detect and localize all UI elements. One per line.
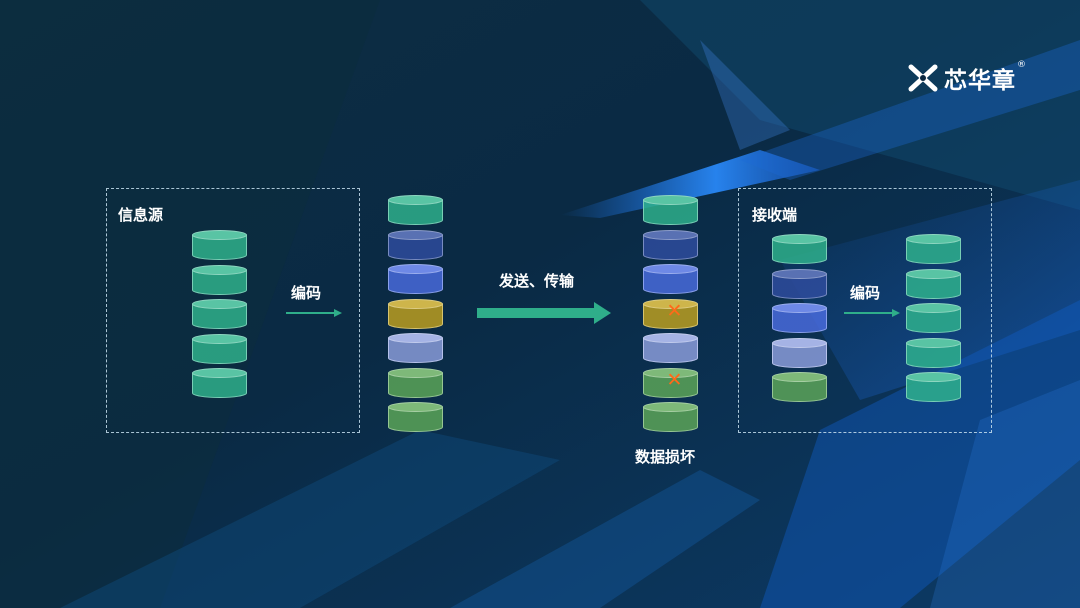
brand-name: 芯华章	[944, 68, 1016, 94]
damage-label: 数据损坏	[635, 448, 696, 466]
disk-received-2	[772, 303, 827, 333]
source-stack	[192, 230, 247, 403]
disk-received-3	[772, 337, 827, 368]
disk-source-2	[192, 299, 247, 329]
encoded-stack	[388, 195, 443, 437]
decoded-stack	[906, 234, 961, 407]
receiver-label: 接收端	[752, 206, 798, 224]
disk-transmitted-2	[643, 264, 698, 294]
disk-received-1	[772, 268, 827, 299]
disk-transmitted-0	[643, 195, 698, 225]
transmitted-stack	[643, 195, 698, 437]
source-box	[106, 188, 360, 433]
brand-logo: 芯华章 ®	[906, 60, 1026, 96]
received-stack	[772, 234, 827, 407]
disk-received-4	[772, 372, 827, 402]
disk-decoded-1	[906, 268, 961, 299]
xinhuazhang-logo-icon	[908, 64, 938, 92]
disk-decoded-0	[906, 234, 961, 264]
encode-label-1: 编码	[291, 284, 322, 302]
source-label: 信息源	[118, 206, 164, 224]
transmit-label: 发送、传输	[499, 272, 575, 290]
disk-encoded-5	[388, 367, 443, 398]
disk-encoded-2	[388, 264, 443, 294]
disk-transmitted-1	[643, 229, 698, 260]
receiver-box	[738, 188, 992, 433]
disk-transmitted-3	[643, 298, 698, 329]
disk-source-4	[192, 368, 247, 398]
disk-received-0	[772, 234, 827, 264]
disk-encoded-6	[388, 402, 443, 432]
damage-cross-icon: ✕	[666, 299, 683, 322]
encode-arrow-1	[286, 309, 342, 317]
disk-encoded-3	[388, 298, 443, 329]
disk-source-1	[192, 264, 247, 295]
disk-source-0	[192, 230, 247, 260]
disk-transmitted-6	[643, 402, 698, 432]
disk-decoded-2	[906, 303, 961, 333]
damage-cross-icon: ✕	[666, 368, 683, 391]
disk-transmitted-5	[643, 367, 698, 398]
disk-encoded-4	[388, 333, 443, 363]
disk-decoded-4	[906, 372, 961, 402]
encode-arrow-2	[844, 309, 900, 317]
registered-mark: ®	[1017, 60, 1026, 70]
disk-encoded-0	[388, 195, 443, 225]
encode-label-2: 编码	[850, 284, 881, 302]
disk-encoded-1	[388, 229, 443, 260]
transmit-arrow	[477, 302, 611, 324]
disk-source-3	[192, 333, 247, 364]
disk-transmitted-4	[643, 333, 698, 363]
disk-decoded-3	[906, 337, 961, 368]
